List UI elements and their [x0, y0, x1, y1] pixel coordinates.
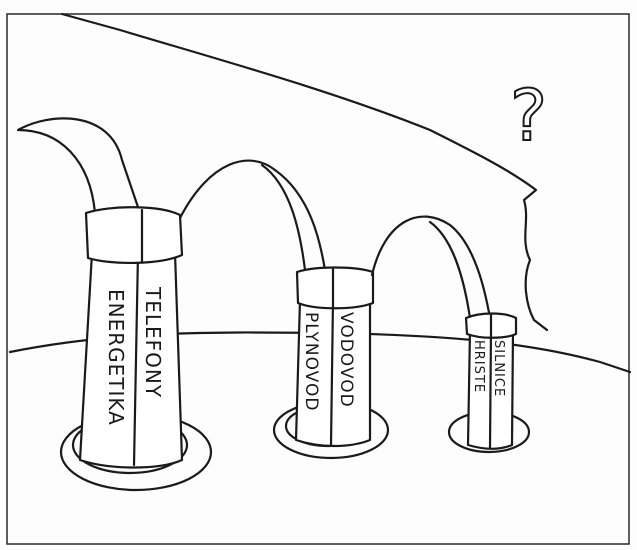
large-pipe: [18, 118, 325, 490]
large-pipe-collar: [86, 207, 182, 263]
small-pipe: [449, 314, 529, 453]
label-silnice: SILNICE: [491, 340, 506, 397]
label-hriste: HRISTE: [471, 340, 486, 393]
arch-medium-small: [372, 217, 490, 318]
arch-large-medium-inner: [262, 165, 305, 270]
large-pipe-column: [80, 253, 182, 468]
question-mark: ?: [510, 75, 547, 157]
small-pipe-divider: [490, 330, 491, 448]
large-pipe-horn: [18, 118, 140, 213]
label-energetika: ENERGETIKA: [104, 289, 128, 426]
label-vodovod: VODOVOD: [336, 312, 356, 408]
arch-medium-small-inner: [430, 222, 470, 318]
label-telefony: TELEFONY: [141, 286, 165, 398]
medium-pipe-collar: [297, 268, 373, 309]
label-plynovod: PLYNOVOD: [301, 312, 321, 411]
